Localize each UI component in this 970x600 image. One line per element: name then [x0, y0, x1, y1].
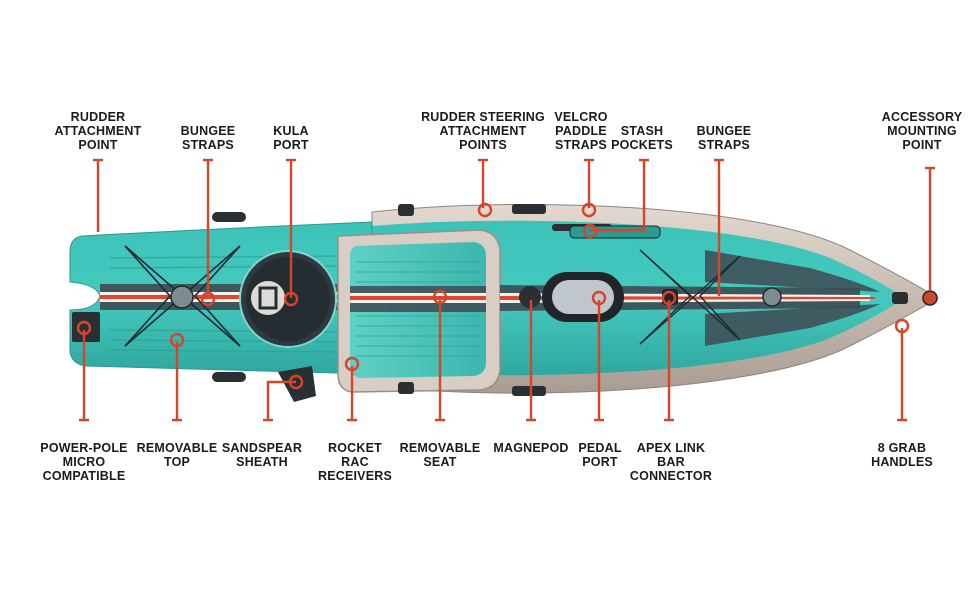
callout-label-line: POWER-POLE: [40, 441, 128, 455]
grab-handle-3: [512, 386, 546, 396]
callout-label-line: BAR: [657, 455, 685, 469]
callout-label-magnepod: MAGNEPOD: [493, 441, 568, 455]
power-pole-mount: [72, 312, 100, 342]
callout-label-line: ATTACHMENT: [439, 124, 527, 138]
callout-label-line: MOUNTING: [887, 124, 957, 138]
bow-handle: [892, 292, 908, 304]
leader-marker-stash-pockets: [582, 223, 598, 239]
callout-label-line: SANDSPEAR: [221, 441, 303, 455]
callout-label-line: PADDLE: [555, 124, 607, 138]
rear-top-handle: [212, 212, 246, 222]
callout-label-line: POCKETS: [611, 138, 673, 152]
callout-label-line: RAC: [341, 455, 369, 469]
leader-marker-removable-top: [169, 332, 185, 348]
callout-label-line: HANDLES: [871, 455, 933, 469]
callout-label-line: COMPATIBLE: [42, 469, 126, 483]
callout-label-line: BUNGEE: [696, 124, 752, 138]
grab-handle-4: [398, 382, 414, 394]
callout-label-line: ATTACHMENT: [54, 124, 142, 138]
callout-label-line: POINTS: [459, 138, 507, 152]
leader-marker-removable-seat: [432, 289, 448, 305]
callout-label-line: POINT: [78, 138, 118, 152]
leader-marker-8-grab-handles: [894, 318, 910, 334]
leader-marker-power-pole-micro-compatible: [76, 320, 92, 336]
callout-label-line: PEDAL: [578, 441, 622, 455]
leader-marker-pedal-port: [591, 290, 607, 306]
accessory-mount: [922, 290, 938, 306]
callout-label-line: MICRO: [62, 455, 106, 469]
callout-label-line: REMOVABLE: [136, 441, 218, 455]
callout-label-line: PORT: [582, 455, 618, 469]
rear-stripe-red: [100, 295, 372, 299]
leader-marker-apex-link-bar-connector: [661, 290, 677, 306]
magnepod-mount: [519, 286, 541, 308]
leader-marker-bungee-straps-rear: [200, 291, 216, 307]
callout-label-line: RUDDER STEERING: [421, 110, 545, 124]
callout-label-line: SEAT: [423, 455, 457, 469]
grab-handle-1: [398, 204, 414, 216]
callout-label-line: SHEATH: [236, 455, 288, 469]
callout-label-line: STRAPS: [698, 138, 750, 152]
sandspear-sheath: [278, 366, 316, 402]
callout-label-line: ACCESSORY: [881, 110, 963, 124]
callout-label-line: PORT: [273, 138, 309, 152]
front-anchor-disc: [762, 287, 782, 307]
callout-label-line: POINT: [902, 138, 942, 152]
callout-label-line: VELCRO: [554, 110, 608, 124]
callout-label-line: REMOVABLE: [399, 441, 481, 455]
front-bungee-cords: [639, 249, 741, 345]
callout-leaders: [76, 158, 935, 422]
leader-marker-velcro-paddle-straps: [581, 202, 597, 218]
callout-label-line: STRAPS: [555, 138, 607, 152]
leader-marker-rocket-rac-receivers: [344, 356, 360, 372]
rear-bungee-anchor: [170, 285, 194, 309]
leader-marker-sandspear-sheath: [288, 374, 304, 390]
kula-logo-mark: [258, 286, 278, 310]
callout-label-line: APEX LINK: [636, 441, 706, 455]
callout-label-line: CONNECTOR: [629, 469, 713, 483]
callout-label-line: ROCKET: [328, 441, 382, 455]
rear-bottom-handle: [212, 372, 246, 382]
callout-label-line: RUDDER: [70, 110, 126, 124]
leader-marker-rudder-steering-attachment-points: [477, 202, 493, 218]
callout-label-line: STRAPS: [182, 138, 234, 152]
seat-grooves: [356, 261, 480, 357]
callout-label-line: TOP: [163, 455, 191, 469]
leader-marker-kula-port: [283, 291, 299, 307]
kula-logo-badge: [249, 279, 287, 317]
leader-line-sandspear-sheath: [266, 380, 296, 420]
callout-label-line: 8 GRAB: [877, 441, 927, 455]
leader-line-stash-pockets: [590, 160, 646, 232]
kula-port-inner: [246, 257, 330, 341]
callout-label-line: STASH: [620, 124, 664, 138]
callout-label-line: BUNGEE: [180, 124, 236, 138]
callout-label-line: RECEIVERS: [317, 469, 393, 483]
callout-label-line: KULA: [273, 124, 309, 138]
grab-handle-2: [512, 204, 546, 214]
bow-panel-bottom: [705, 304, 880, 346]
bow-panel-top: [705, 250, 880, 292]
seat-stripe-red: [350, 296, 486, 300]
callout-label-line: MAGNEPOD: [493, 441, 569, 455]
